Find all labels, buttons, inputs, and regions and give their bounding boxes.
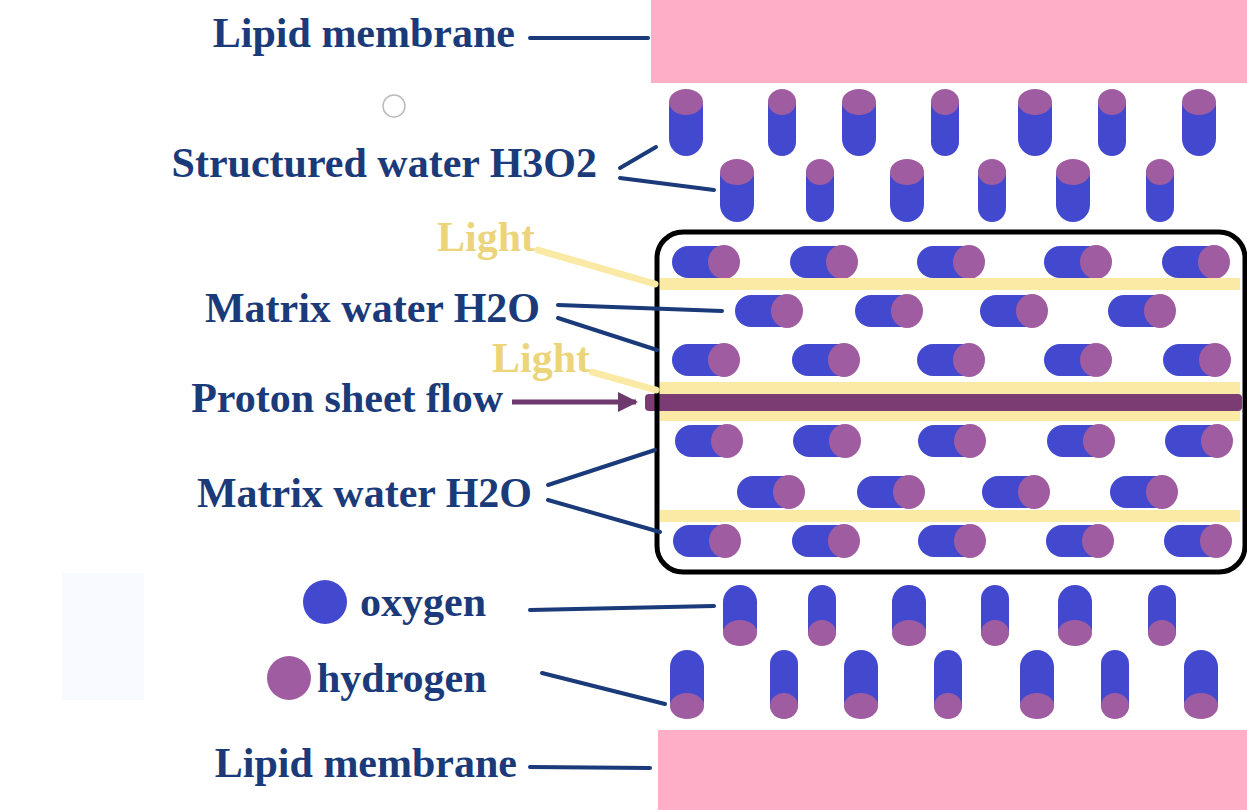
legend-text: oxygen — [360, 579, 486, 625]
part-label: Matrix water H2O — [205, 285, 540, 331]
legend-swatch — [267, 656, 311, 700]
faint-patch — [62, 573, 144, 700]
light-label: Light — [492, 335, 590, 381]
part-label: Proton sheet flow — [191, 375, 503, 421]
part-label: Lipid membrane — [215, 740, 517, 786]
legend-swatch — [303, 580, 347, 624]
lipid-membrane-band — [658, 730, 1247, 810]
legend-text: hydrogen — [317, 655, 487, 701]
proton-sheet — [645, 394, 1242, 411]
light-label: Light — [437, 214, 535, 260]
proton-arrow — [512, 400, 636, 405]
part-label: Lipid membrane — [213, 10, 515, 56]
part-label: Structured water H3O2 — [172, 140, 597, 186]
part-label: Matrix water H2O — [197, 470, 532, 516]
matrix-box — [657, 232, 1245, 572]
small-ring — [383, 95, 405, 117]
lipid-membrane-band — [651, 0, 1247, 83]
